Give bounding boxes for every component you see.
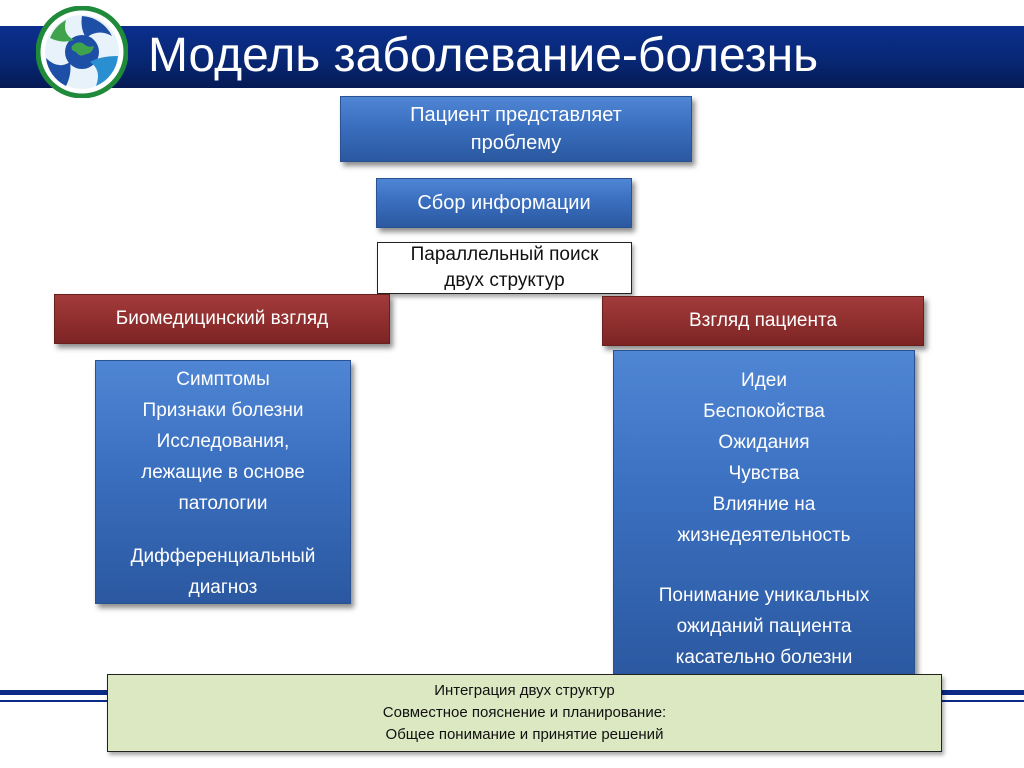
biomedical-header: Биомедицинский взгляд xyxy=(54,294,390,344)
parallel-search-line: Параллельный поиск xyxy=(410,244,599,265)
biomedical-item: Дифференциальный xyxy=(130,546,316,567)
patient-problem-box: Пациент представляет проблему xyxy=(340,96,692,162)
globe-swirl-logo xyxy=(35,5,129,99)
patient-view-item: Беспокойства xyxy=(703,401,825,422)
integration-line: Общее понимание и принятие решений xyxy=(385,726,664,743)
biomedical-item: Признаки болезни xyxy=(142,400,304,421)
patient-view-content-box: Идеи Беспокойства Ожидания Чувства Влиян… xyxy=(613,350,915,680)
patient-view-item: Чувства xyxy=(728,463,800,484)
biomedical-item: лежащие в основе xyxy=(141,462,305,483)
patient-view-item: Идеи xyxy=(741,370,787,391)
biomedical-item: Исследования, xyxy=(156,431,290,452)
info-gathering-label: Сбор информации xyxy=(417,192,591,214)
info-gathering-box: Сбор информации xyxy=(376,178,632,228)
patient-problem-line: Пациент представляет xyxy=(410,104,622,126)
integration-line: Совместное пояснение и планирование: xyxy=(382,704,667,721)
title-bar xyxy=(0,24,1024,88)
page-title: Модель заболевание-болезнь xyxy=(148,29,819,82)
patient-view-item: касательно болезни xyxy=(675,647,853,668)
biomedical-header-label: Биомедицинский взгляд xyxy=(115,308,329,329)
patient-view-item: Ожидания xyxy=(718,432,810,453)
parallel-search-line: двух структур xyxy=(444,270,565,291)
patient-view-header-label: Взгляд пациента xyxy=(688,310,838,331)
biomedical-content-box: Симптомы Признаки болезни Исследования, … xyxy=(95,360,351,604)
biomedical-item: Симптомы xyxy=(176,369,270,390)
patient-view-item: ожиданий пациента xyxy=(676,616,852,637)
integration-box: Интеграция двух структур Совместное пояс… xyxy=(107,674,942,752)
biomedical-item: диагноз xyxy=(188,577,258,598)
integration-line: Интеграция двух структур xyxy=(434,682,615,699)
parallel-search-box: Параллельный поиск двух структур xyxy=(377,242,632,294)
patient-view-item: Понимание уникальных xyxy=(658,585,870,606)
patient-problem-line: проблему xyxy=(470,132,562,154)
patient-view-header: Взгляд пациента xyxy=(602,296,924,346)
patient-view-item: жизнедеятельность xyxy=(677,525,851,546)
patient-view-item: Влияние на xyxy=(712,494,816,515)
biomedical-item: патологии xyxy=(178,493,268,514)
